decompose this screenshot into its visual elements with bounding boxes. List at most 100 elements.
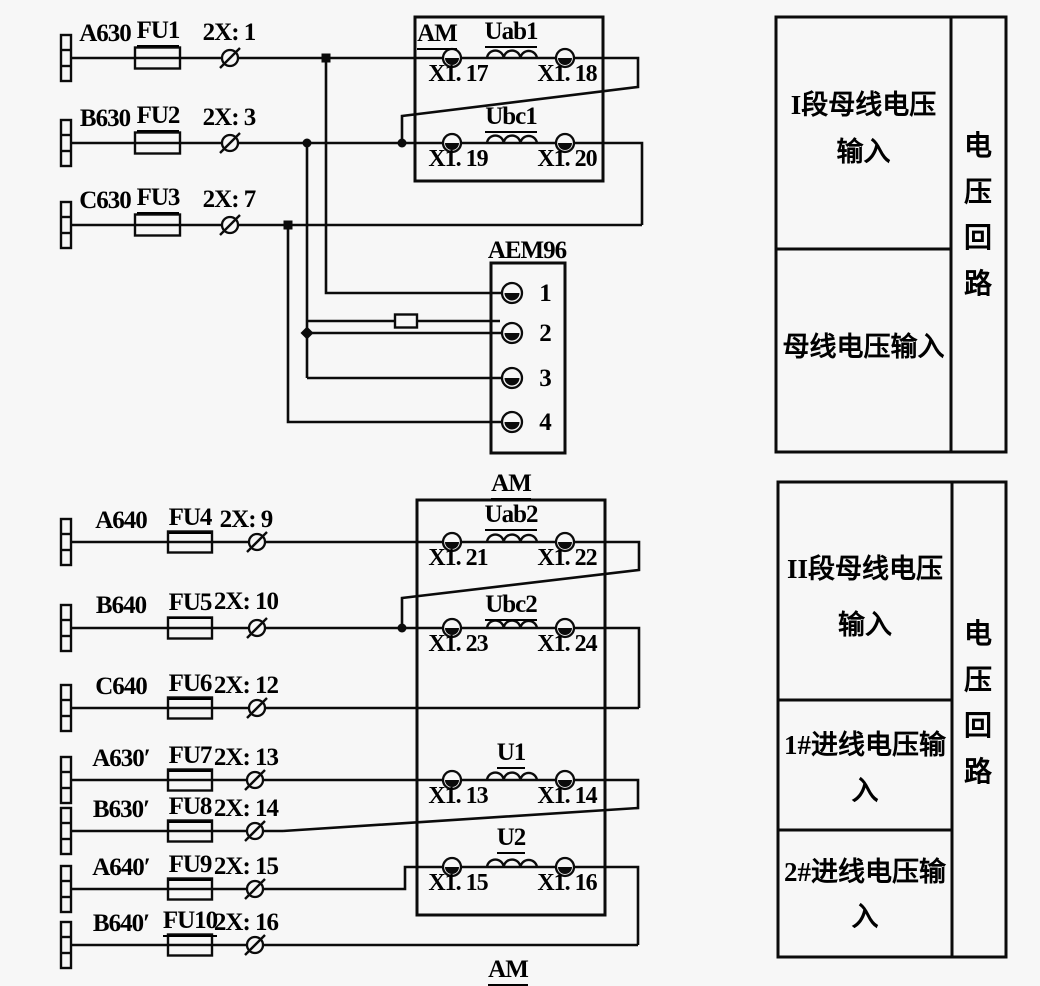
legend-bottom-row1-line2: 输入: [838, 610, 892, 640]
x-terminal-label: X1. 16: [537, 870, 597, 896]
coil-label: Uab2: [478, 501, 544, 531]
slash-terminal: [246, 531, 268, 553]
junction: [283, 220, 293, 230]
fuse-label: FU4: [165, 504, 215, 534]
connector-name: AEM96: [487, 237, 567, 264]
phase-label: B640′: [92, 910, 150, 937]
fuse-symbols: [133, 46, 214, 957]
phase-label: A640: [95, 507, 148, 534]
x-terminal-label: X1. 21: [428, 545, 488, 571]
coil-uab2: [485, 533, 539, 543]
fuse-fu5: [166, 616, 214, 640]
terminal-label: 2X: 16: [213, 909, 279, 936]
terminal-block: [59, 33, 73, 83]
terminal-block: [59, 806, 73, 856]
fuse-fu7: [166, 768, 214, 792]
legend-top-side-label: 电压回路: [963, 131, 992, 300]
connector-pin: [500, 410, 524, 434]
x-terminal-label: X1. 15: [428, 870, 488, 896]
screw-terminal: [554, 132, 576, 154]
coil-u1: [485, 771, 539, 781]
x-terminal-label: X1. 20: [537, 146, 597, 172]
legend-top-row1-line2: 输入: [836, 137, 891, 167]
x-terminal-label: X1. 24: [537, 631, 597, 657]
wire-c630-to-pin4: [286, 225, 505, 424]
wire-a630p: [72, 778, 640, 833]
phase-label: B630′: [92, 796, 150, 823]
terminal-label: 2X: 12: [213, 672, 279, 699]
terminal-label: 2X: 9: [219, 506, 274, 533]
slash-terminal: [244, 769, 266, 791]
fuse-label: FU1: [133, 17, 183, 47]
coil-label: Ubc2: [478, 591, 544, 621]
connector-pin-number: 4: [539, 409, 552, 436]
fuse-fu6: [166, 696, 214, 720]
x-terminal-label: X1. 18: [537, 61, 597, 87]
fuse-label: FU3: [133, 184, 183, 214]
slash-terminal: [219, 47, 241, 69]
connector-pin: [500, 281, 524, 305]
slash-terminal: [244, 878, 266, 900]
terminal-block: [59, 920, 73, 970]
fuse-fu1: [133, 46, 182, 70]
connector-pin-number: 3: [539, 365, 552, 392]
legend-bottom-row2-line2: 入: [851, 776, 879, 806]
screw-terminal: [441, 47, 463, 69]
x-terminal-label: X1. 13: [428, 783, 488, 809]
x-terminal-label: X1. 19: [428, 146, 488, 172]
fuse-label: FU6: [165, 670, 215, 700]
module-name: AM: [488, 956, 529, 986]
fuse-label: FU2: [133, 102, 183, 132]
junction: [302, 138, 312, 148]
phase-label: C640: [95, 673, 148, 700]
terminal-block: [59, 517, 73, 567]
coil-windings: [485, 49, 539, 868]
coil-u2: [485, 858, 539, 868]
slash-terminal: [219, 214, 241, 236]
screw-terminal: [441, 856, 463, 878]
screw-terminal: [554, 531, 576, 553]
fuse-label: FU10: [160, 907, 220, 937]
x-terminal-label: X1. 23: [428, 631, 488, 657]
coil-label: U2: [493, 824, 529, 854]
terminal-block: [59, 755, 73, 805]
phase-label: C630: [79, 187, 132, 214]
slash-terminal: [219, 132, 241, 154]
terminal-label: 2X: 1: [202, 19, 257, 46]
slash-terminal: [246, 617, 268, 639]
coil-label: U1: [493, 739, 529, 769]
terminal-block: [59, 200, 73, 250]
fuse-fu3: [133, 213, 182, 237]
legend-bottom-row3-line1: 2#进线电压输: [784, 857, 946, 887]
screw-terminal: [554, 617, 576, 639]
wire-b630: [72, 141, 644, 225]
device-boxes: [393, 15, 607, 917]
junction: [397, 138, 407, 148]
terminal-label: 2X: 10: [213, 588, 279, 615]
wire-a630-to-pin1: [324, 58, 505, 295]
screw-terminal: [554, 47, 576, 69]
fuse-fu8: [166, 819, 214, 843]
coil-uab1: [485, 49, 539, 59]
legend-top-border: [774, 15, 1008, 454]
fuse-label: FU8: [165, 793, 215, 823]
connector-pin-number: 2: [539, 320, 552, 347]
slash-terminal: [244, 820, 266, 842]
terminal-label: 2X: 3: [202, 104, 257, 131]
slash-terminal: [244, 934, 266, 956]
connector-pin: [500, 366, 524, 390]
coil-label: Ubc1: [478, 103, 544, 133]
screw-terminal: [554, 856, 576, 878]
fuse-label: FU9: [165, 851, 215, 881]
link-symbol: [393, 313, 419, 329]
junction: [321, 53, 331, 63]
terminal-block: [59, 118, 73, 168]
legend-bottom-border: [776, 480, 1008, 959]
module-name: AM: [491, 470, 532, 500]
legend-grid: [774, 15, 1008, 959]
slash-terminal: [246, 697, 268, 719]
phase-label: A640′: [92, 854, 151, 881]
terminal-label: 2X: 13: [213, 744, 279, 771]
screw-terminal: [554, 769, 576, 791]
